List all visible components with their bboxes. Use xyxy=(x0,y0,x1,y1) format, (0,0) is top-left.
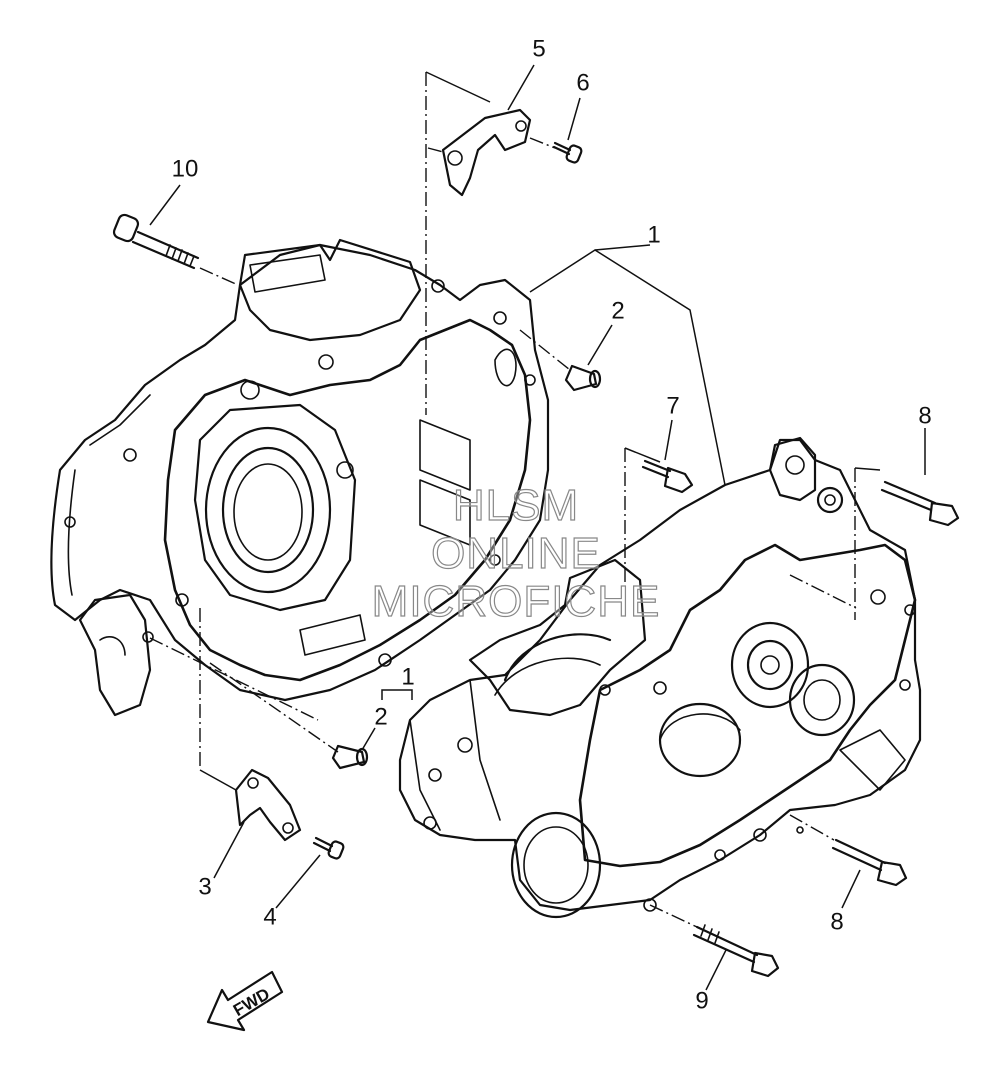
screw-part-6 xyxy=(552,141,583,164)
leader-lines xyxy=(149,64,926,991)
callout-1-upper: 1 xyxy=(647,221,660,248)
callout-3: 3 xyxy=(198,873,211,900)
callout-labels: 5 6 10 1 2 7 8 1 2 3 4 8 9 xyxy=(172,35,932,1014)
forward-direction-arrow: FWD xyxy=(206,970,284,1032)
fwd-label: FWD xyxy=(230,984,273,1020)
plate-part-3 xyxy=(234,768,302,842)
bolt-part-8-lower xyxy=(831,838,908,887)
bolt-part-8-upper xyxy=(880,480,960,527)
assembly-centerlines xyxy=(149,72,857,928)
plate-part-5 xyxy=(441,108,532,197)
callout-1-lower: 1 xyxy=(401,663,414,690)
callout-10: 10 xyxy=(172,155,199,182)
callout-8-lower: 8 xyxy=(830,908,843,935)
callout-9: 9 xyxy=(695,987,708,1014)
callout-2-upper: 2 xyxy=(611,297,624,324)
callout-5: 5 xyxy=(532,35,545,62)
watermark-line-2: ONLINE xyxy=(431,529,601,578)
watermark-line-3: MICROFICHE xyxy=(372,577,661,626)
callout-6: 6 xyxy=(576,69,589,96)
bolt-part-10 xyxy=(112,213,200,270)
bolt-part-9 xyxy=(692,924,780,978)
watermark-line-1: HLSM xyxy=(453,481,579,530)
screw-part-4 xyxy=(312,836,345,860)
callout-8-upper: 8 xyxy=(918,402,931,429)
watermark: HLSM ONLINE MICROFICHE xyxy=(371,480,661,626)
right-crankcase-half xyxy=(398,436,922,919)
callout-2-lower: 2 xyxy=(374,703,387,730)
left-crankcase-half xyxy=(50,238,550,717)
callout-4: 4 xyxy=(263,903,276,930)
bolt-part-7 xyxy=(641,459,694,494)
callout-7: 7 xyxy=(666,392,679,419)
dowel-part-2-upper xyxy=(564,364,602,392)
